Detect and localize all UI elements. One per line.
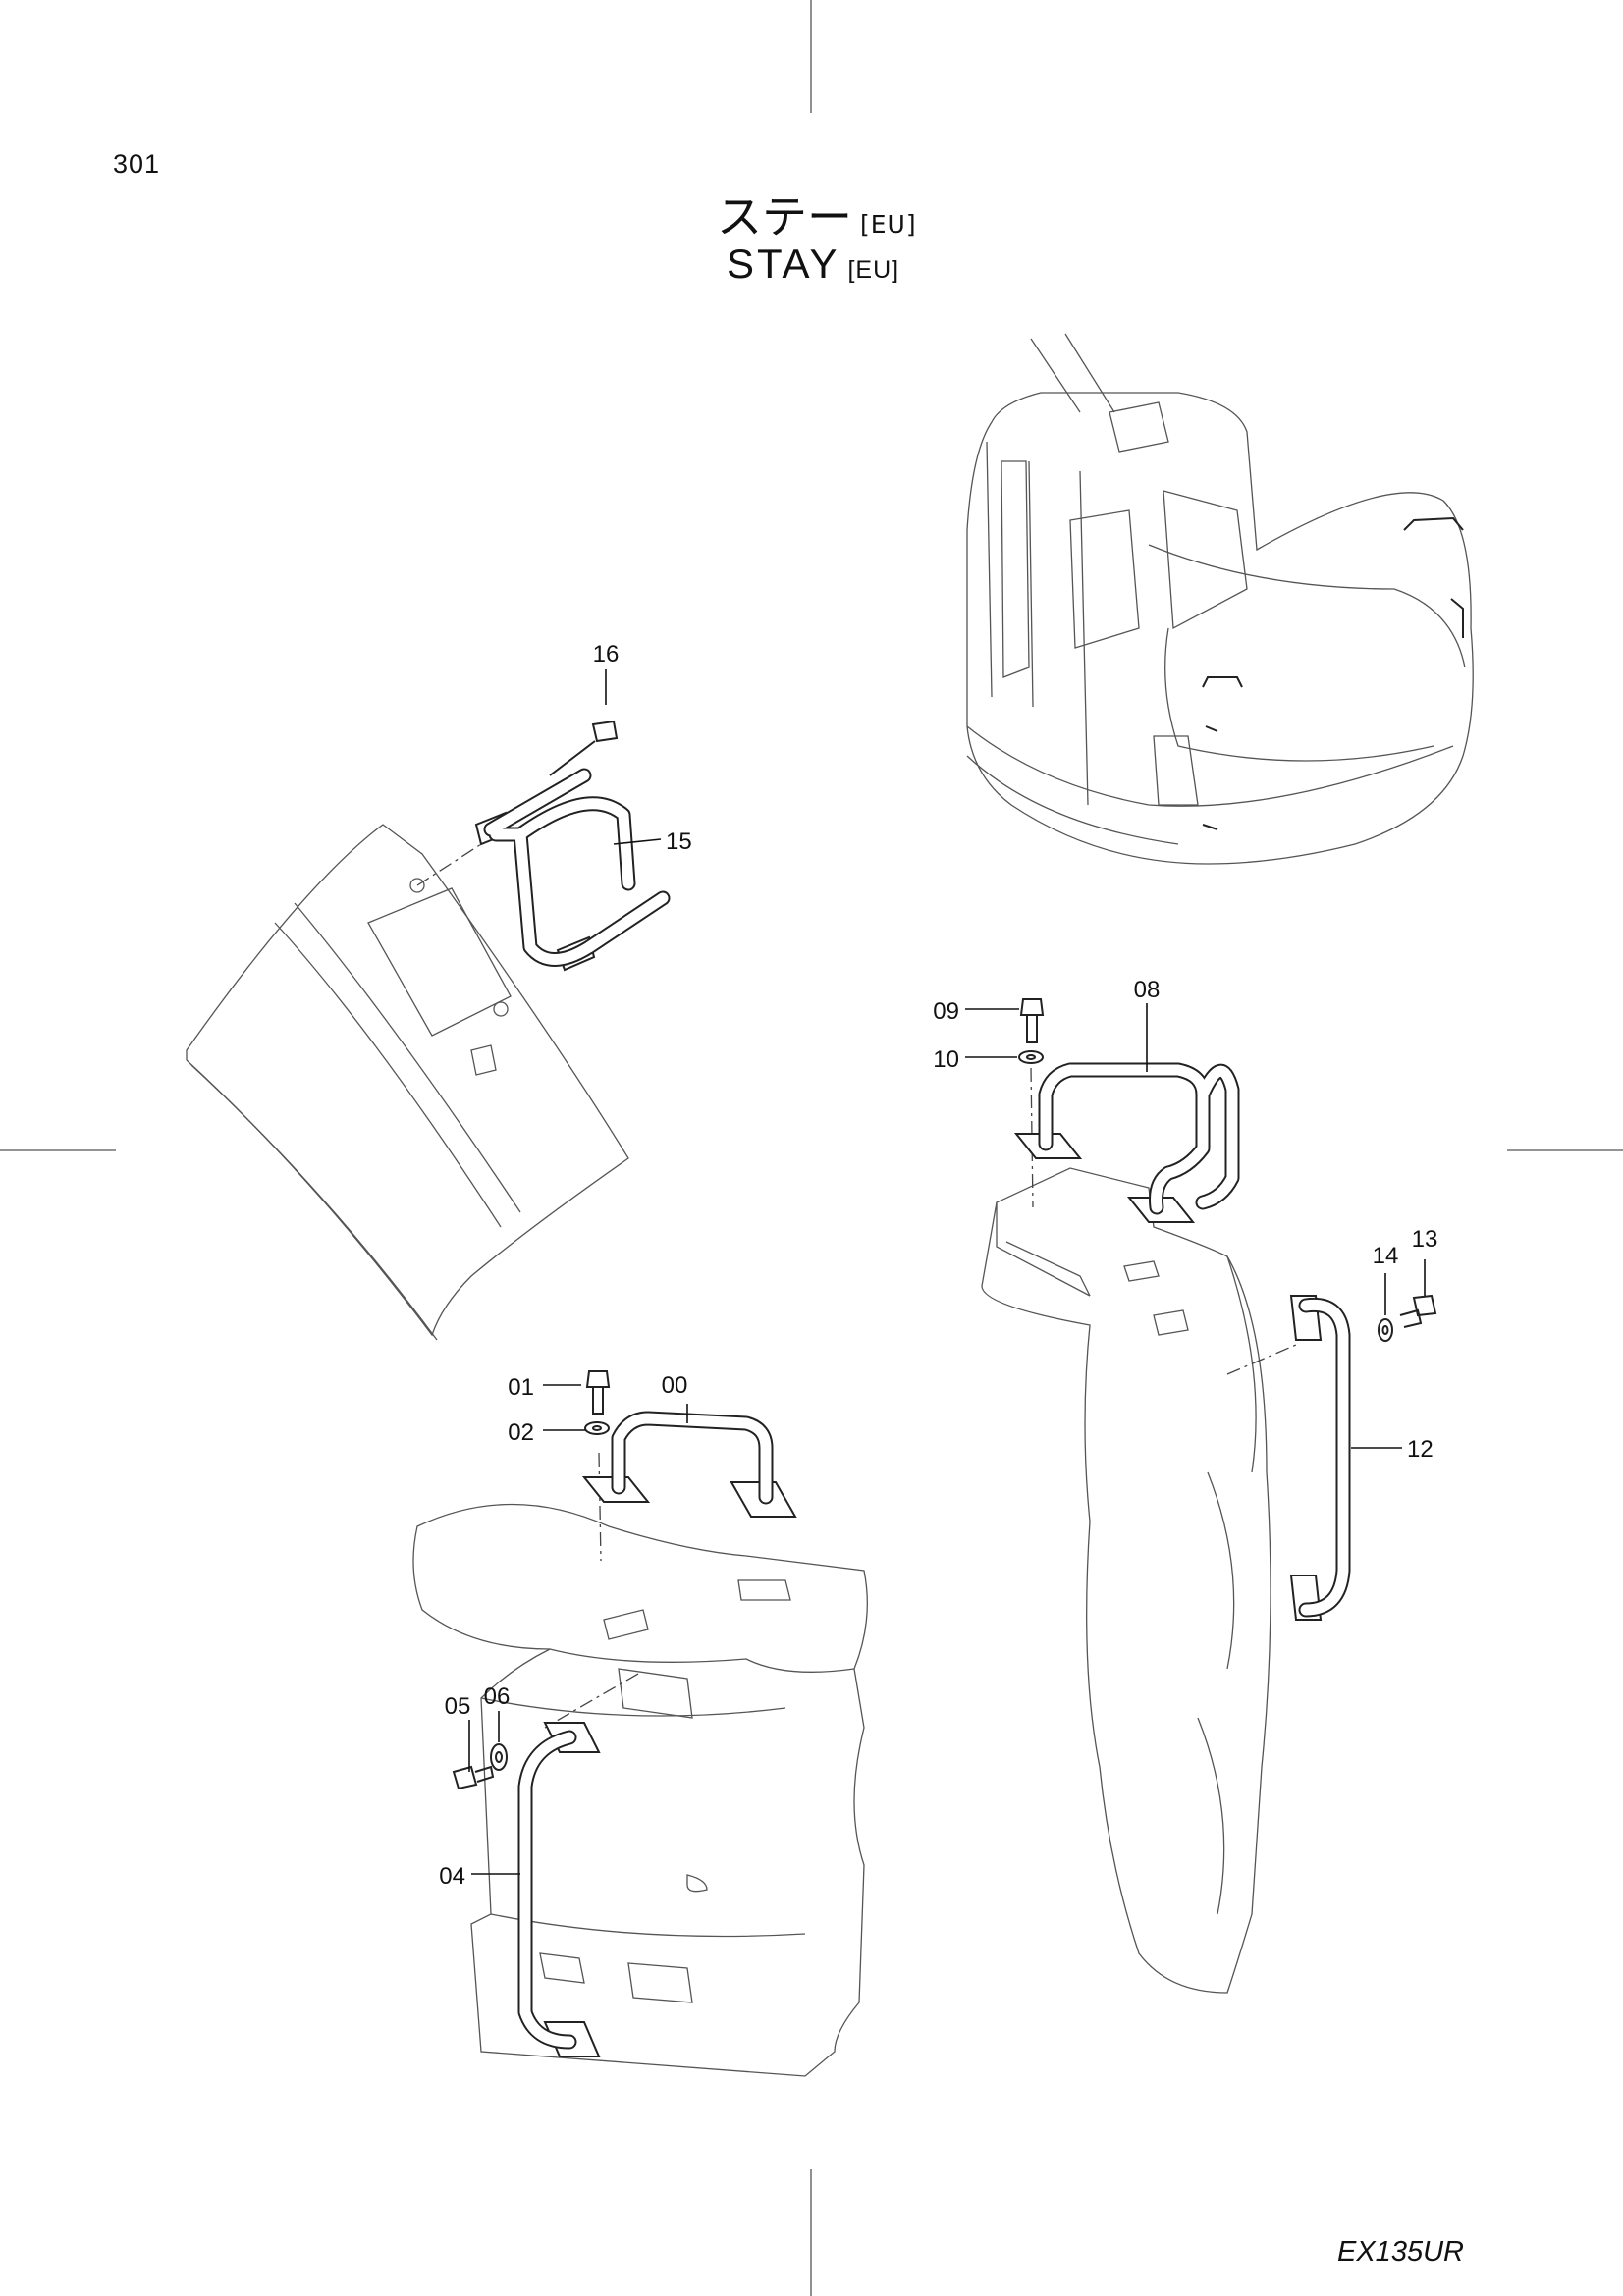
group-00-01-02 bbox=[412, 1370, 868, 2077]
label-12: 12 bbox=[1407, 1436, 1434, 1463]
part-labels: 00 01 02 04 05 06 08 09 10 12 13 14 15 1… bbox=[439, 641, 1437, 1890]
label-13: 13 bbox=[1412, 1226, 1438, 1253]
leader-lines bbox=[468, 669, 1426, 1875]
label-08: 08 bbox=[1134, 977, 1161, 1003]
region-tag-jp: [EU] bbox=[860, 210, 917, 239]
label-16: 16 bbox=[593, 641, 620, 667]
label-14: 14 bbox=[1373, 1243, 1399, 1269]
group-08-12 bbox=[981, 998, 1437, 1994]
title-english: STAY[EU] bbox=[727, 240, 899, 288]
group-15-16 bbox=[186, 720, 671, 1341]
title-japanese: ステー [EU] bbox=[717, 182, 917, 246]
label-04: 04 bbox=[439, 1863, 465, 1890]
label-01: 01 bbox=[508, 1374, 534, 1401]
title-jp-text: ステー bbox=[717, 190, 852, 243]
region-tag-en: [EU] bbox=[847, 256, 900, 284]
group-04-05-06 bbox=[452, 1673, 639, 2057]
title-en-text: STAY bbox=[727, 240, 840, 287]
label-02: 02 bbox=[508, 1419, 534, 1446]
label-10: 10 bbox=[933, 1046, 959, 1073]
label-05: 05 bbox=[445, 1693, 471, 1720]
label-09: 09 bbox=[933, 998, 959, 1025]
model-number: EX135UR bbox=[1337, 2236, 1464, 2268]
page-number: 301 bbox=[113, 149, 161, 179]
excavator-overview bbox=[966, 333, 1474, 865]
label-15: 15 bbox=[666, 828, 692, 855]
label-06: 06 bbox=[484, 1683, 511, 1710]
label-00: 00 bbox=[662, 1372, 688, 1399]
